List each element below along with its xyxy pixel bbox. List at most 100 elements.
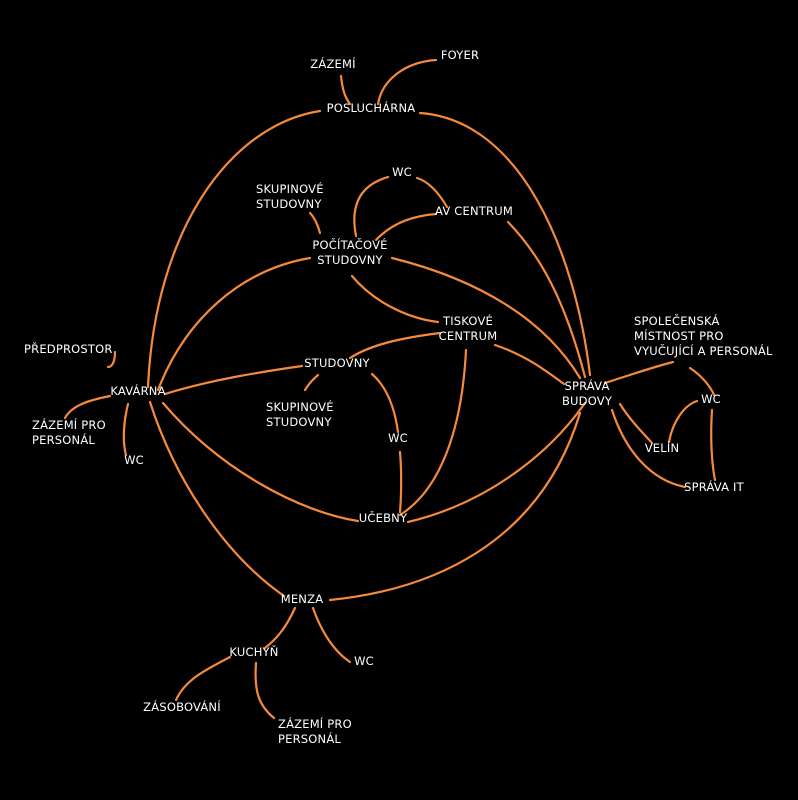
node-label-line: STUDOVNY	[304, 356, 370, 370]
edge-sprava_budovy-sprava_it	[610, 408, 687, 489]
edge-sprava_budovy-velin	[618, 402, 654, 445]
edge-pocitacove-sprava_budovy	[390, 256, 582, 380]
edge-kuchyn-zazemi_personal_bottom	[254, 661, 276, 720]
edge-wc_top-av_centrum	[415, 176, 449, 209]
node-label-line: MENZA	[281, 592, 324, 606]
edge-kavarna-ucebny	[161, 401, 360, 523]
node-ucebny: UČEBNY	[359, 510, 408, 525]
node-menza: MENZA	[281, 592, 324, 606]
node-label-line: STUDOVNY	[317, 253, 383, 267]
edge-wc_right-sprava_it	[710, 408, 717, 482]
edge-menza-sprava_budovy	[328, 411, 582, 602]
edge-pocitacove-skupinove_top	[308, 211, 322, 235]
edge-kavarna-zazemi_personal_left	[63, 394, 112, 420]
node-wc-right: WC	[701, 392, 721, 406]
node-label-line: TISKOVÉ	[442, 313, 493, 328]
node-label-line: ZÁZEMÍ	[310, 56, 356, 71]
node-posluchárna: POSLUCHÁRNA	[327, 100, 416, 115]
edge-studovny-skupinove_mid	[303, 373, 320, 392]
edge-posluchárna-zazemi_top	[339, 74, 352, 106]
node-zazemi-top: ZÁZEMÍ	[310, 56, 356, 71]
edge-kavarna-posluchárna	[146, 109, 322, 389]
node-label-line: SKUPINOVÉ	[256, 181, 324, 196]
edge-pocitacove-wc_top	[353, 175, 390, 238]
node-label-line: WC	[701, 392, 721, 406]
edge-kuchyn-zasobovani	[174, 655, 232, 702]
node-zasobovani: ZÁSOBOVÁNÍ	[143, 699, 221, 714]
node-predprostor: PŘEDPROSTOR	[24, 341, 113, 356]
node-label-line: SPRÁVA IT	[684, 479, 745, 494]
node-wc-bottom: WC	[354, 654, 374, 668]
edge-pocitacove-tiskove	[350, 274, 440, 324]
edge-av_centrum-sprava_budovy	[506, 220, 587, 379]
edge-kavarna-menza	[148, 400, 286, 598]
node-label-line: PŘEDPROSTOR	[24, 341, 113, 356]
node-kavarna: KAVÁRNA	[110, 383, 165, 398]
edge-velin-wc_right	[667, 399, 699, 444]
edge-tiskove-sprava_budovy	[493, 343, 566, 386]
node-label-line: ZÁZEMÍ PRO	[32, 417, 106, 432]
edge-posluchárna-sprava_budovy	[418, 111, 592, 377]
edge-tiskove-ucebny	[398, 348, 468, 517]
edges-layer	[63, 58, 717, 720]
edge-pocitacove-kavarna	[156, 256, 312, 392]
node-label-line: PERSONÁL	[278, 731, 341, 746]
node-label-line: POČÍTAČOVÉ	[312, 237, 387, 252]
node-label-line: WC	[354, 654, 374, 668]
node-label-line: KAVÁRNA	[110, 383, 165, 398]
edge-sprava_budovy-spolecenska	[603, 360, 675, 385]
node-label-line: UČEBNY	[359, 510, 408, 525]
node-studovny: STUDOVNY	[304, 356, 370, 370]
node-label-line: SPOLEČENSKÁ	[634, 313, 720, 328]
edge-kavarna-wc_left	[122, 402, 130, 457]
node-label-line: STUDOVNY	[256, 197, 322, 211]
node-foyer: FOYER	[441, 48, 479, 62]
node-wc-top: WC	[392, 165, 412, 179]
edge-menza-wc_bottom	[311, 606, 352, 664]
node-label-line: ZÁSOBOVÁNÍ	[143, 699, 221, 714]
node-label-line: BUDOVY	[562, 394, 613, 408]
node-wc-left: WC	[124, 453, 144, 467]
node-label-line: WC	[388, 431, 408, 445]
edge-menza-kuchyn	[263, 606, 297, 650]
edge-kavarna-predprostor	[106, 350, 117, 369]
edge-ucebny-sprava_budovy	[406, 401, 587, 524]
node-label-line: STUDOVNY	[266, 415, 332, 429]
edge-kavarna-studovny	[163, 364, 304, 396]
node-kuchyn: KUCHYŇ	[229, 644, 278, 659]
node-label-line: WC	[392, 165, 412, 179]
node-wc-mid: WC	[388, 431, 408, 445]
node-velin: VELÍN	[645, 440, 680, 455]
node-label-line: FOYER	[441, 48, 479, 62]
node-label-line: SPRÁVA	[564, 378, 609, 393]
node-label-line: ZÁZEMÍ PRO	[278, 716, 352, 731]
edge-studovny-wc_mid	[370, 372, 400, 434]
node-label-line: WC	[124, 453, 144, 467]
node-label-line: VYUČUJÍCÍ A PERSONÁL	[634, 343, 773, 358]
node-label-line: POSLUCHÁRNA	[327, 100, 416, 115]
node-sprava-it: SPRÁVA IT	[684, 479, 745, 494]
node-label-line: AV CENTRUM	[435, 204, 513, 218]
node-label-line: VELÍN	[645, 440, 680, 455]
edge-pocitacove-av_centrum	[374, 212, 438, 242]
node-label-line: KUCHYŇ	[229, 644, 278, 659]
node-av-centrum: AV CENTRUM	[435, 204, 513, 218]
edge-wc_mid-ucebny	[398, 450, 403, 514]
edge-spolecenska-sprava_it	[688, 366, 716, 397]
node-label-line: MÍSTNOST PRO	[634, 328, 724, 343]
edge-posluchárna-foyer	[376, 58, 438, 106]
node-label-line: CENTRUM	[439, 329, 498, 343]
node-label-line: SKUPINOVÉ	[266, 399, 334, 414]
node-label-line: PERSONÁL	[32, 432, 95, 447]
edge-tiskove-studovny	[348, 331, 442, 360]
